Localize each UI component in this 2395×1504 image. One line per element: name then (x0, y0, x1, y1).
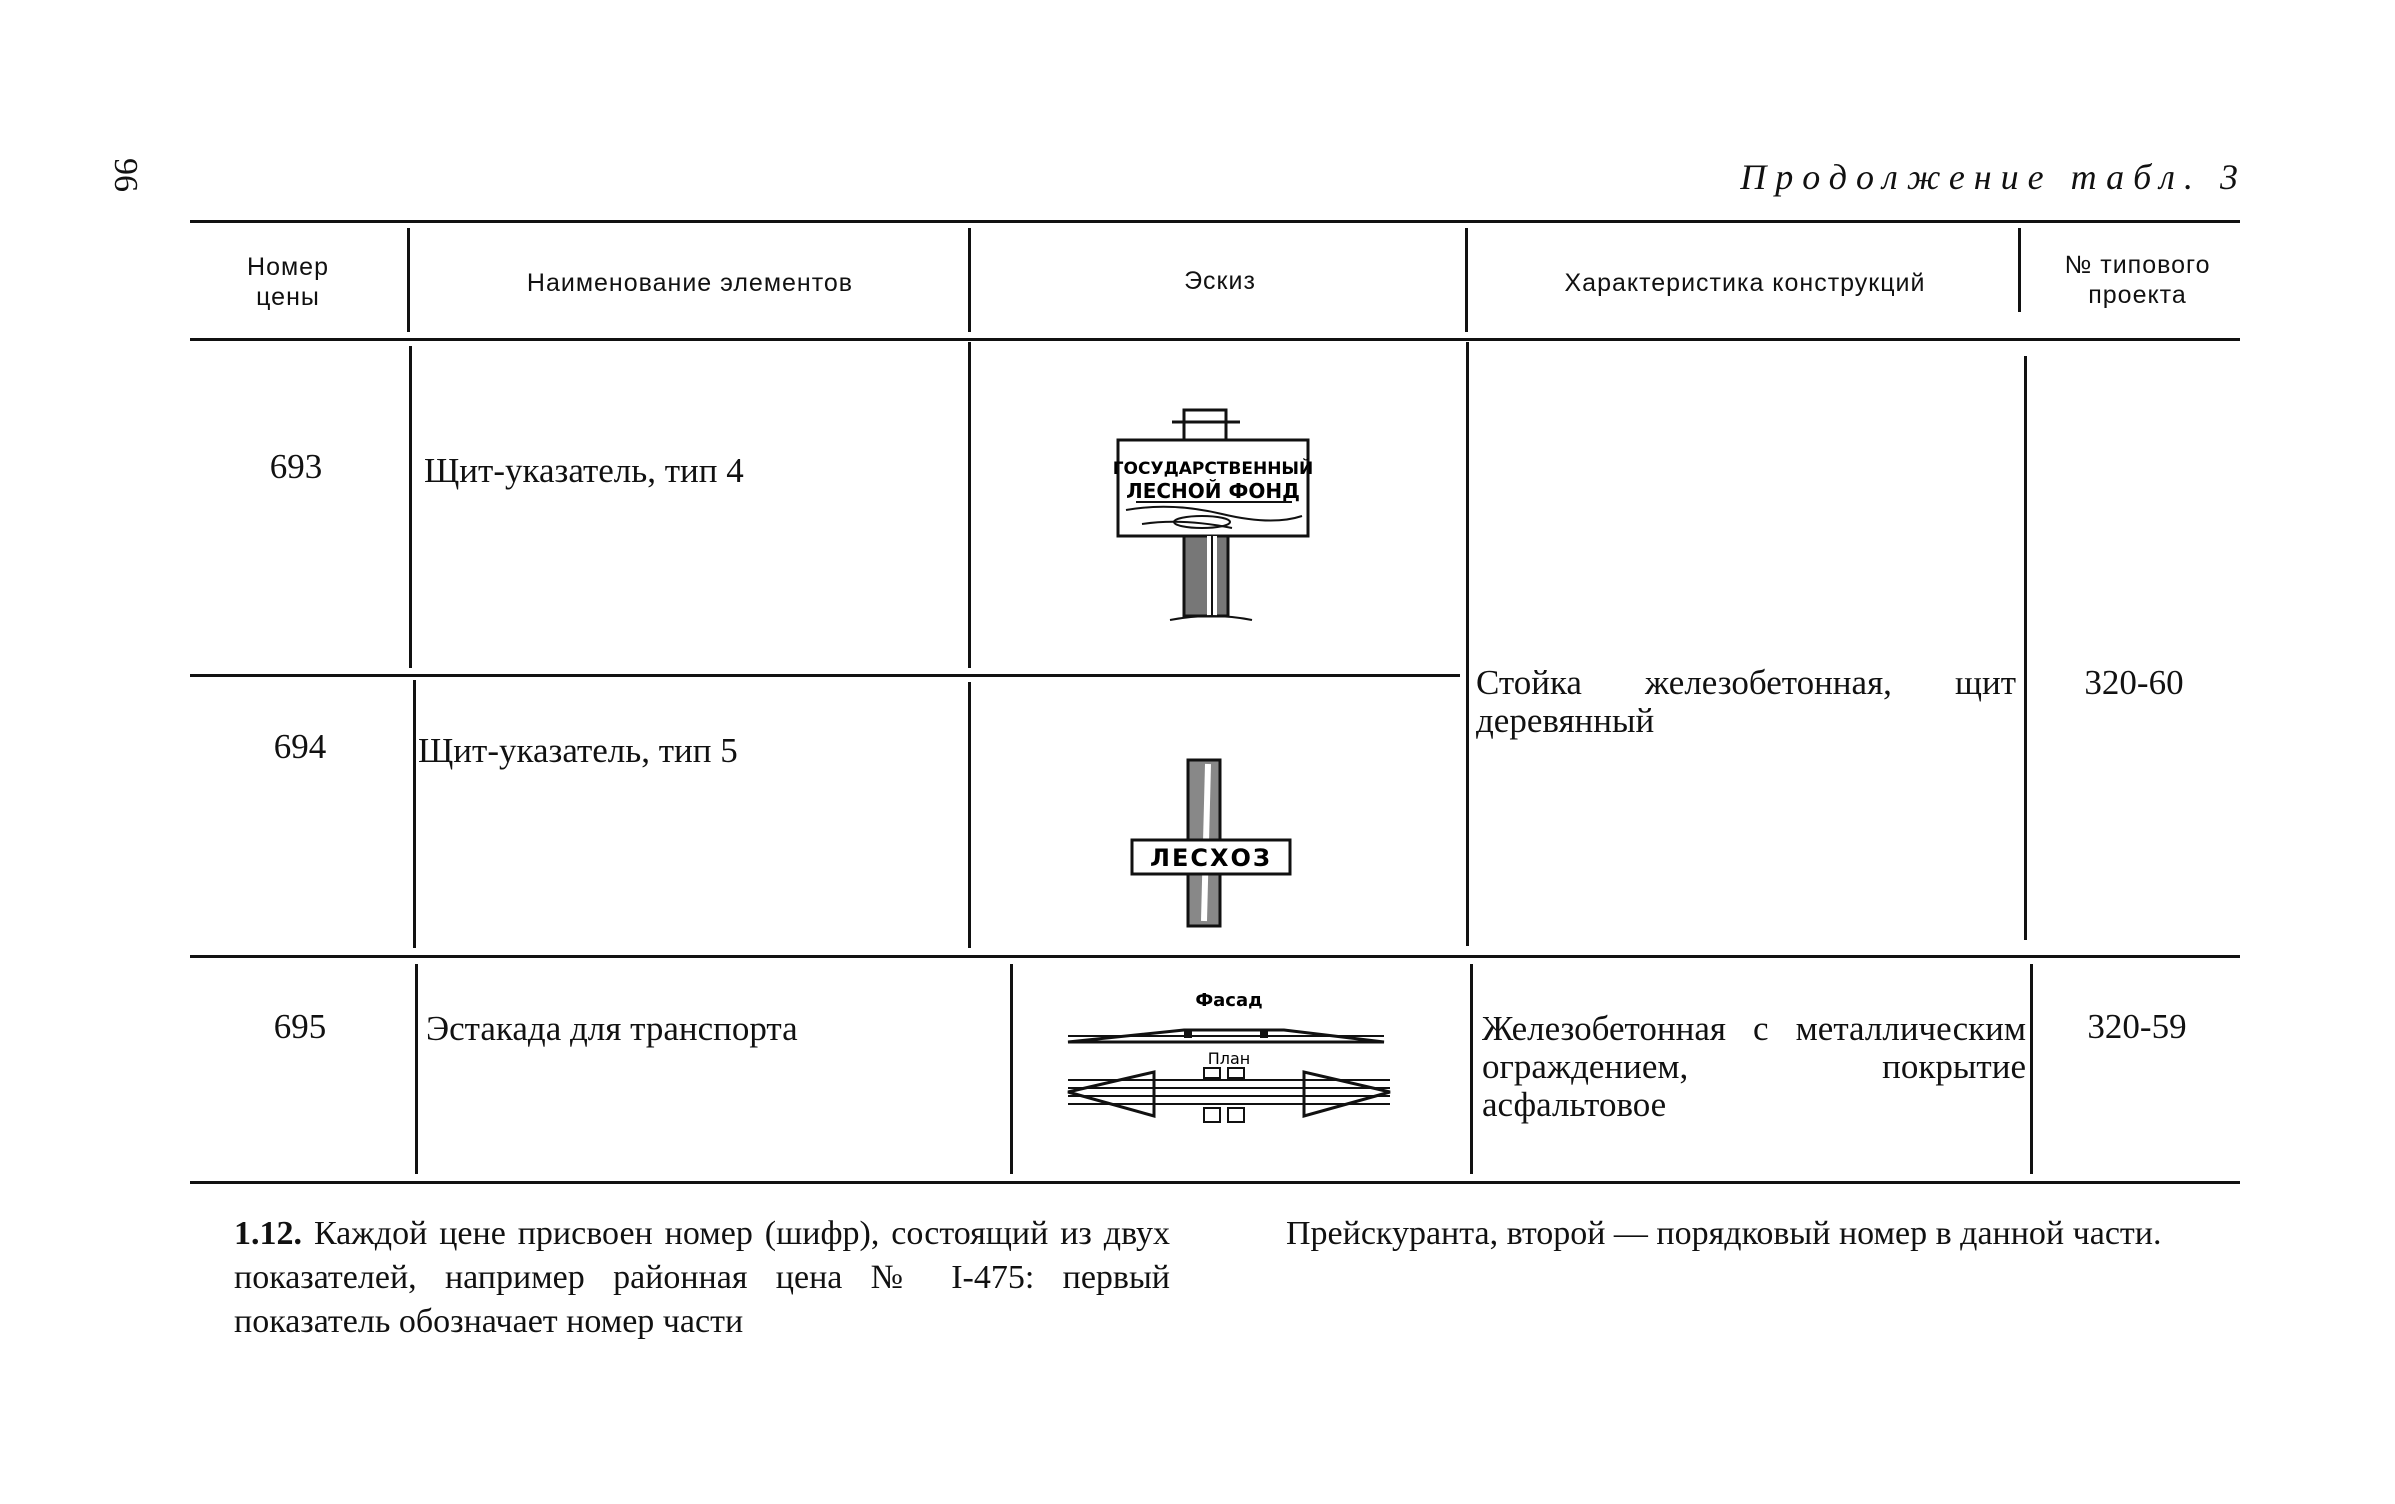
row-693-element-name: Щит-указатель, тип 4 (424, 451, 744, 490)
merged-characteristic: Стойка железобетонная, щит деревянный (1476, 663, 2016, 740)
merged-project-number: 320-60 (2084, 663, 2184, 702)
header-divider-2 (968, 228, 971, 332)
sign-type-4-sketch: ГОСУДАРСТВЕННЫЙ ЛЕСНОЙ ФОНД (1113, 408, 1312, 621)
sign-type-4-text-1: ГОСУДАРСТВЕННЫЙ (1113, 457, 1312, 479)
header-divider-3 (1465, 228, 1468, 332)
header-element-name: Наименование элементов (526, 269, 854, 297)
row-694-element-name: Щит-указатель, тип 5 (418, 731, 738, 770)
row-695-project-number: 320-59 (2087, 1007, 2187, 1046)
table-continuation-title: Продолжение табл. 3 (1740, 157, 2247, 197)
row-694-bottom-rule (190, 955, 2240, 958)
body-divider-3 (1466, 342, 1469, 946)
header-price-number: Номер цены (247, 253, 329, 311)
table-header-rule (190, 338, 2240, 341)
header-project-number: № типового проекта (2064, 251, 2211, 309)
paragraph-left-column: 1.12. Каждой цене присвоен номер (шифр),… (234, 1212, 1170, 1344)
header-sketch: Эскиз (1184, 267, 1256, 295)
row-695-element-name: Эстакада для транспорта (426, 1009, 798, 1048)
row-694-price-number: 694 (273, 727, 327, 766)
paragraph-right-text: Прейскуранта, второй — порядковый номер … (1286, 1215, 2162, 1252)
overpass-sketch: Фасад План (1067, 990, 1391, 1123)
overpass-facade-label: Фасад (1195, 990, 1262, 1011)
table-top-rule (190, 220, 2240, 223)
row-695-divider-2 (1010, 964, 1013, 1174)
header-divider-4 (2018, 228, 2021, 312)
table-bottom-rule (190, 1181, 2240, 1184)
row-695-divider-3 (1470, 964, 1473, 1174)
body-divider-1b (413, 680, 416, 948)
page-number: 96 (107, 158, 144, 192)
body-divider-2a (968, 342, 971, 668)
row-693-price-number: 693 (269, 447, 323, 486)
row-695-price-number: 695 (273, 1007, 327, 1046)
sign-type-4-text-2: ЛЕСНОЙ ФОНД (1126, 479, 1300, 503)
row-695-divider-1 (415, 964, 418, 1174)
body-divider-1a (409, 346, 412, 668)
header-divider-1 (407, 228, 410, 332)
row-695-divider-4 (2030, 964, 2033, 1174)
sign-type-5-text: ЛЕСХОЗ (1150, 844, 1272, 872)
header-characteristic: Характеристика конструкций (1564, 269, 1926, 297)
paragraph-left-text: Каждой цене присвоен номер (шифр), состо… (234, 1215, 1171, 1340)
body-divider-4 (2024, 356, 2027, 940)
row-693-bottom-rule (190, 674, 1460, 677)
sign-type-5-sketch: ЛЕСХОЗ (1130, 758, 1292, 928)
overpass-plan-label: План (1208, 1049, 1251, 1068)
row-695-characteristic: Железобетонная с металлическим ограждени… (1482, 1009, 2026, 1124)
body-divider-2b (968, 682, 971, 948)
paragraph-label: 1.12. (234, 1215, 302, 1252)
